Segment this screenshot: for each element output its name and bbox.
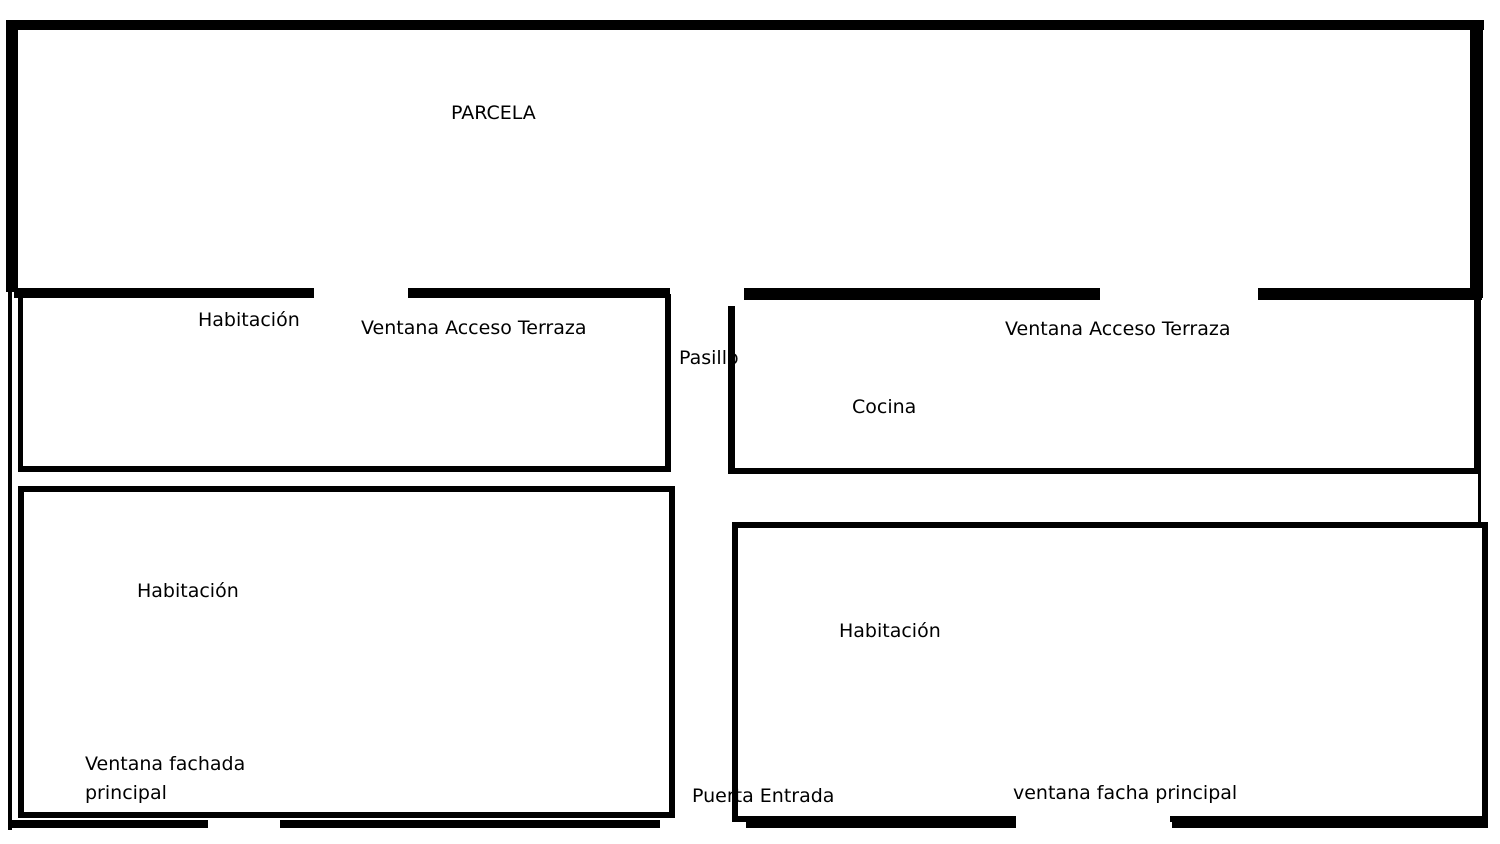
facade-right-segment-2 <box>1172 822 1488 828</box>
house-wall-left-outer <box>8 290 12 830</box>
room4-wall-right <box>1482 522 1488 824</box>
room1-wall-left <box>18 292 23 472</box>
room-label-bedroom-top-left: Habitación <box>198 309 300 331</box>
room4-wall-top <box>732 522 1488 528</box>
room1-wall-bottom <box>18 466 671 472</box>
house-wall-right-mid <box>1478 474 1481 526</box>
entrance-door-label: Puerta Entrada <box>692 785 835 807</box>
room4-wall-bottom-2 <box>1170 816 1488 822</box>
plot-wall-left <box>6 20 18 292</box>
facade-right-segment-1 <box>746 822 1016 828</box>
wall-top-segment-1 <box>14 288 314 298</box>
room-label-bedroom-bottom-left: Habitación <box>137 580 239 602</box>
room4-wall-left <box>732 522 738 822</box>
room2-wall-right <box>1474 296 1481 474</box>
room4-wall-bottom-1 <box>732 816 1016 822</box>
room-label-kitchen: Cocina <box>852 396 917 418</box>
room-label-bedroom-bottom-right: Habitación <box>839 620 941 642</box>
plot-wall-right-outer <box>1480 20 1483 298</box>
room2-wall-left <box>728 306 735 474</box>
room3-wall-bottom <box>18 812 675 818</box>
window-label-terrace-right: Ventana Acceso Terraza <box>1005 318 1231 340</box>
facade-left-segment-2 <box>280 820 660 828</box>
room3-wall-left <box>18 486 24 818</box>
room3-wall-top <box>18 486 675 492</box>
plot-wall-top <box>6 20 1484 30</box>
wall-top-segment-2 <box>408 288 670 298</box>
room3-wall-right <box>669 486 675 818</box>
wall-top-segment-4 <box>1258 288 1482 300</box>
window-label-main-facade-left: Ventana fachada principal <box>85 753 246 804</box>
facade-left-segment-1 <box>8 820 208 828</box>
corridor-label: Pasillo <box>679 347 739 369</box>
plot-wall-right <box>1470 20 1482 298</box>
room1-wall-right <box>665 294 671 472</box>
window-label-main-facade-right: ventana facha principal <box>1013 782 1238 804</box>
plot-label: PARCELA <box>451 102 536 124</box>
room2-wall-bottom <box>728 468 1481 474</box>
wall-top-segment-3 <box>744 288 1100 300</box>
window-label-terrace-left: Ventana Acceso Terraza <box>361 317 587 339</box>
